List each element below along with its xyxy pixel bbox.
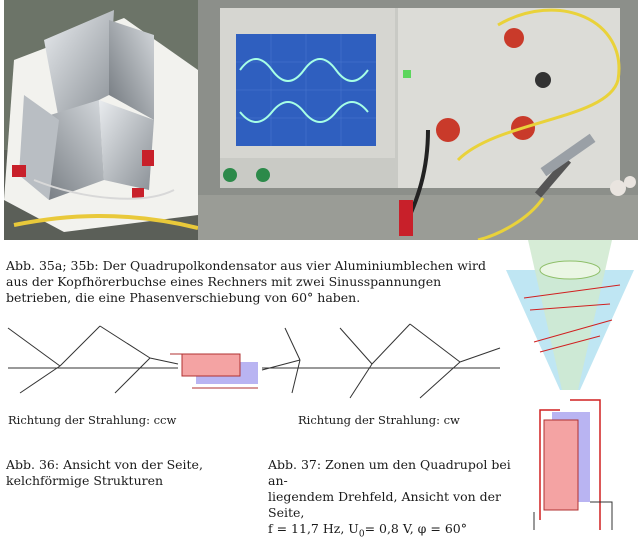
label-radiation-cw: Richtung der Strahlung: cw xyxy=(298,413,460,427)
caption-figure-35: Abb. 35a; 35b: Der Quadrupolkondensator … xyxy=(6,258,486,305)
caption-figure-37: Abb. 37: Zonen um den Quadrupol bei an- … xyxy=(268,457,530,543)
label-radiation-ccw: Richtung der Strahlung: ccw xyxy=(8,413,177,427)
caption-figure-36: Abb. 36: Ansicht von der Seite, kelchför… xyxy=(6,457,203,488)
photo-quadrupole-capacitor xyxy=(4,0,198,240)
diagram-radiation-structures xyxy=(7,323,501,399)
diagram-quadrupole-zones xyxy=(506,240,634,530)
photo-oscilloscope xyxy=(198,0,638,240)
